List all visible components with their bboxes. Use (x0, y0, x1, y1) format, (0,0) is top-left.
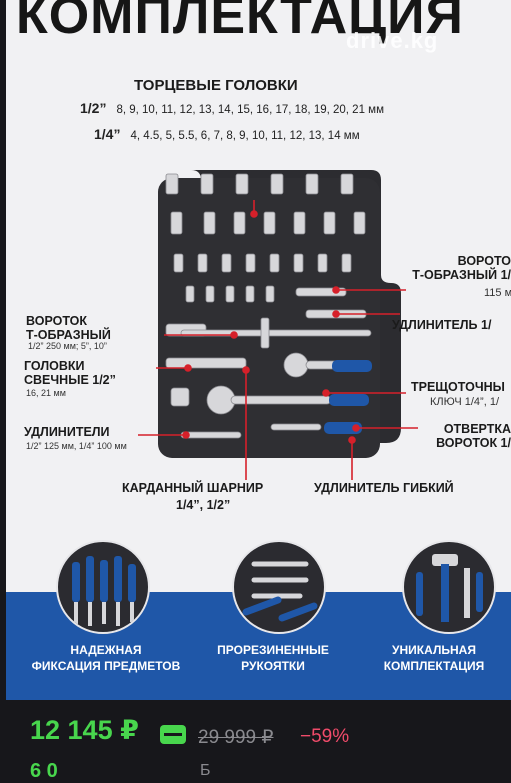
feature-image-hammer (402, 540, 496, 634)
extensions-sub: 1/2” 125 мм, 1/4” 100 мм (26, 441, 127, 451)
feature-label-rubber-grips: ПРОРЕЗИНЕННЫЕ РУКОЯТКИ (217, 643, 329, 673)
joint-sub: 1/4”, 1/2” (176, 498, 231, 512)
half-inch-sizes: 8, 9, 10, 11, 12, 13, 14, 15, 16, 17, 18… (116, 104, 384, 116)
tool-case-illustration (138, 170, 418, 480)
discount-badge: −59% (300, 726, 350, 747)
ratchet-label: ТРЕЩОТОЧНЫ (411, 380, 505, 394)
old-price: 29 999 ₽ (198, 727, 274, 748)
cut-off-text-right: Б (200, 762, 211, 779)
joint-label: КАРДАННЫЙ ШАРНИР (122, 481, 264, 495)
extensions-label: УДЛИНИТЕЛИ (24, 425, 110, 439)
wallet-icon[interactable] (160, 725, 186, 744)
page-title: КОМПЛЕКТАЦИЯ (16, 0, 464, 45)
spark-socket-label: ГОЛОВКИ СВЕЧНЫЕ 1/2” (24, 359, 116, 387)
quarter-inch-sizes: 4, 4.5, 5, 5.5, 6, 7, 8, 9, 10, 11, 12, … (130, 130, 360, 142)
current-price: 12 145 ₽ (30, 715, 139, 745)
tbar-sub: 1/2” 250 мм; 5”, 10” (28, 341, 107, 351)
vorot-sub: 115 м (484, 287, 511, 299)
feature-image-screwdrivers (56, 540, 150, 634)
spark-socket-sub: 16, 21 мм (26, 388, 66, 398)
quarter-inch-label: 1/4” (94, 126, 121, 142)
flex-extension-label: УДЛИНИТЕЛЬ ГИБКИЙ (314, 481, 454, 495)
half-inch-label: 1/2” (80, 100, 107, 116)
price-bar (0, 700, 511, 768)
cut-off-text-left: 6 0 (30, 760, 58, 782)
product-image[interactable]: КОМПЛЕКТАЦИЯ drive.kg ТОРЦЕВЫЕ ГОЛОВКИ 1… (6, 0, 511, 700)
feature-label-unique-set: УНИКАЛЬНАЯ КОМПЛЕКТАЦИЯ (383, 643, 485, 673)
feature-image-pliers (232, 540, 326, 634)
screwdriver-label: ОТВЕРТКА ВОРОТОК 1/ (436, 422, 511, 450)
feature-label-fixation: НАДЕЖНАЯ ФИКСАЦИЯ ПРЕДМЕТОВ (31, 643, 181, 673)
extension-right-label: УДЛИНИТЕЛЬ 1/ (392, 318, 492, 332)
ratchet-sub: КЛЮЧ 1/4”, 1/ (430, 396, 500, 408)
tbar-label: ВОРОТОК Т-ОБРАЗНЫЙ (26, 314, 111, 342)
watermark: drive.kg (346, 28, 439, 53)
vorot-label: ВОРОТО Т-ОБРАЗНЫЙ 1/ (412, 254, 511, 282)
sockets-title: ТОРЦЕВЫЕ ГОЛОВКИ (134, 77, 298, 94)
